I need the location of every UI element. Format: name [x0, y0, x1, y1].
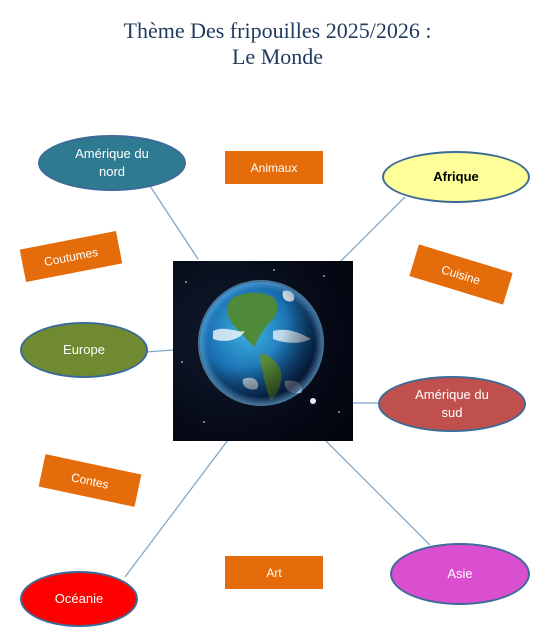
- continent-europe: Europe: [20, 322, 148, 378]
- connector-asie: [321, 436, 431, 546]
- continent-oceanie: Océanie: [20, 571, 138, 627]
- earth-globe-icon: [173, 261, 353, 441]
- theme-art-label: Art: [266, 565, 282, 580]
- continent-asie: Asie: [390, 543, 530, 605]
- continent-amerique-nord-label: Amérique du nord: [75, 146, 149, 179]
- connector-oceanie: [124, 439, 229, 578]
- theme-cuisine-label: Cuisine: [439, 261, 483, 288]
- connector-afrique: [336, 196, 406, 266]
- page-title: Thème Des fripouilles 2025/2026 :: [123, 18, 432, 43]
- theme-animaux: Animaux: [225, 151, 323, 184]
- continent-oceanie-label: Océanie: [54, 591, 104, 606]
- theme-art: Art: [225, 556, 323, 589]
- continent-afrique: Afrique: [382, 151, 530, 203]
- theme-contes-label: Contes: [69, 469, 111, 492]
- connector-europe: [145, 349, 174, 353]
- theme-animaux-label: Animaux: [250, 160, 298, 175]
- continent-asie-label: Asie: [447, 566, 473, 581]
- continent-afrique-label: Afrique: [433, 169, 479, 184]
- page-subtitle: Le Monde: [231, 44, 324, 69]
- continent-amerique-sud-label: Amérique du sud: [415, 387, 489, 420]
- continent-amerique-sud: Amérique du sud: [378, 376, 526, 432]
- connector-amerique-nord: [149, 185, 199, 260]
- continent-europe-label: Europe: [63, 342, 105, 357]
- continent-amerique-nord: Amérique du nord: [38, 135, 186, 191]
- theme-coutumes-label: Coutumes: [42, 244, 100, 269]
